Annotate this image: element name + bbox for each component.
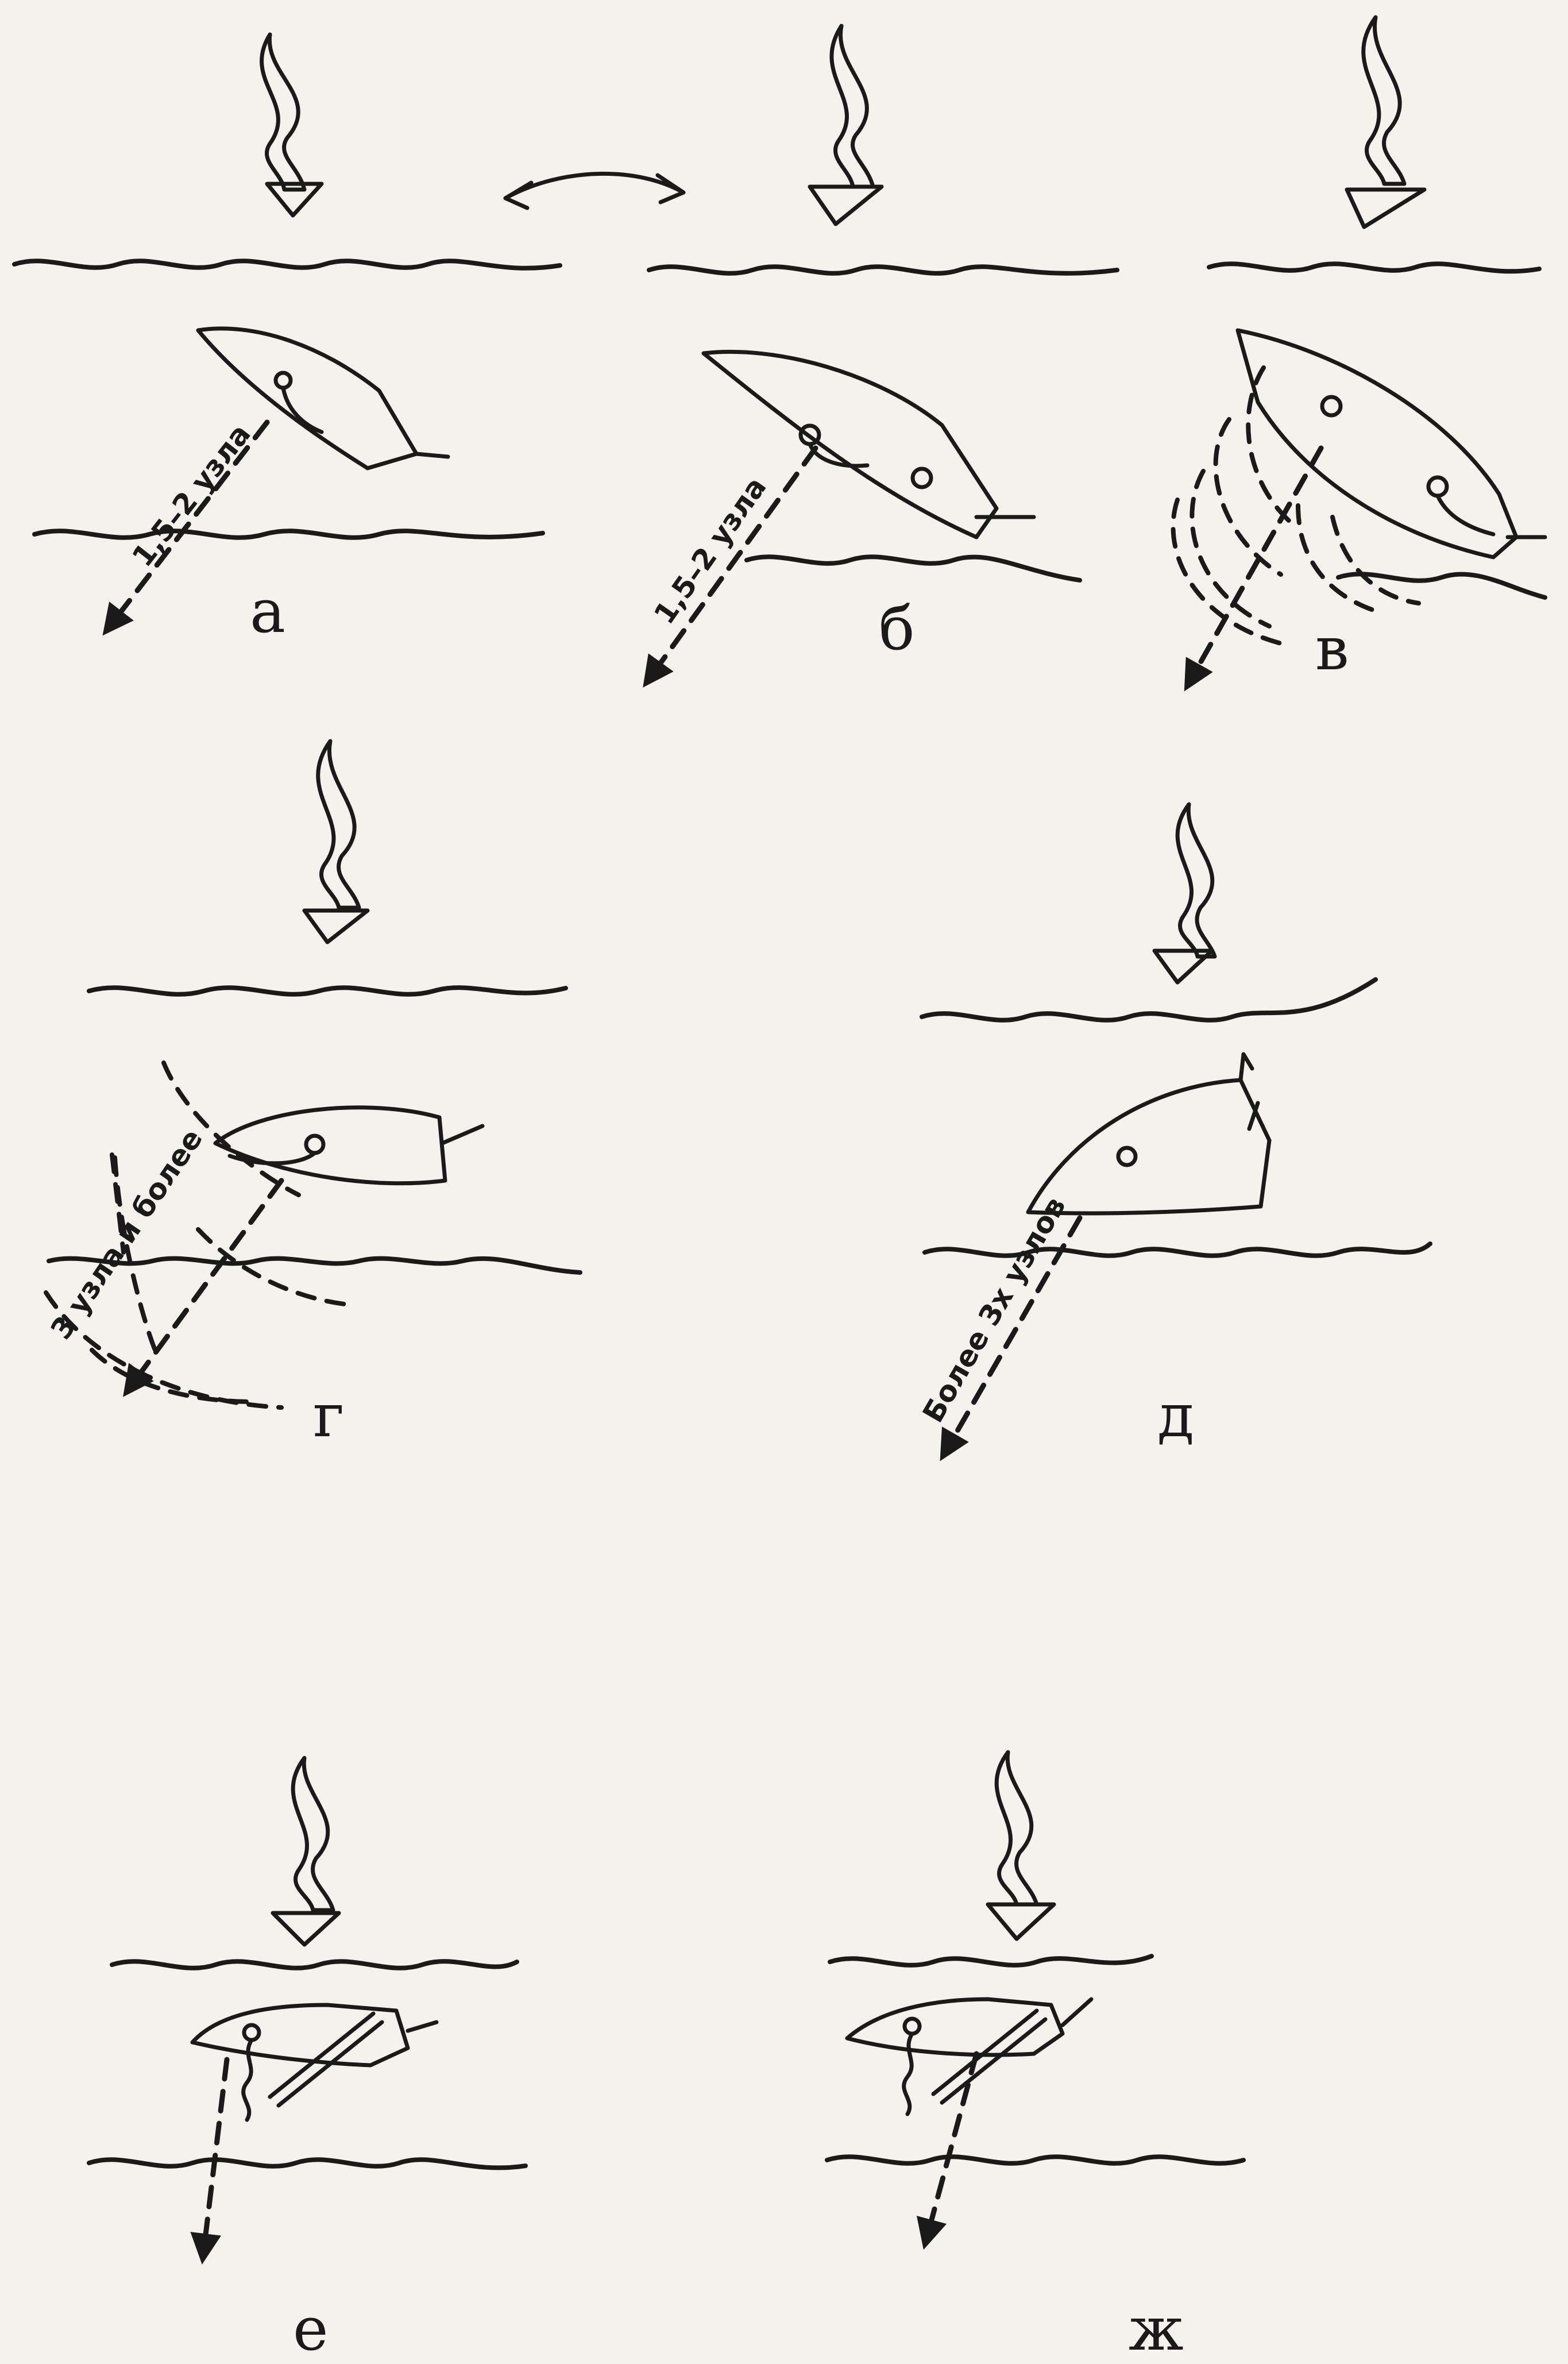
boat-hull-icon [1026,1052,1272,1216]
wind-arrow-icon [302,739,370,944]
windward-wave-line [1207,261,1542,274]
panel-letter-e: е [293,2294,329,2364]
panel-letter-g: г [313,1380,345,1451]
wind-arrow-icon [1345,15,1427,229]
panel-letter-b: б [879,593,915,664]
leeward-wave-line [922,1241,1432,1258]
leeward-wave-line [47,1256,582,1275]
leeward-wave-line [87,2157,528,2170]
drift-arrow-icon [1184,445,1324,692]
wind-arrow-icon [1152,802,1217,985]
wind-arrow-icon [986,1750,1056,1941]
panel-d: Более 3х узлов д [916,802,1432,1461]
panel-e: е [87,1756,528,2364]
panel-v: в [1171,15,1547,692]
windward-wave-line [828,1954,1154,1968]
wind-arrow-icon [808,24,884,226]
windward-wave-line [87,985,568,997]
wind-arrow-icon [260,32,324,218]
drift-arrow-icon [916,2051,979,2250]
panel-a: 1,5–2 узла а [12,32,686,646]
wind-arrow-icon [271,1756,341,1947]
drift-arrow-icon [123,1178,284,1397]
leeward-wave-line [825,2154,1246,2166]
tack-trail-icon [1171,365,1421,646]
windward-wave-line [110,1959,519,1970]
tack-trail-icon [44,1060,347,1410]
speed-label-b: 1,5–2 узла [647,471,773,630]
panel-b: 1,5–2 узла б [643,24,1119,688]
boat-hull-icon [190,2003,439,2122]
boat-hull-icon [196,326,450,471]
boat-hull-icon [213,1105,485,1186]
leeward-wave-line [1336,572,1547,600]
windward-wave-line [12,259,562,271]
drift-arrow-icon [102,419,270,636]
speed-label-a: 1,5–2 узла [126,418,257,573]
panel-letter-v: в [1315,614,1349,684]
swap-arrow-icon [503,171,686,210]
panel-letter-d: д [1157,1380,1194,1451]
windward-wave-line [647,264,1119,276]
panel-letter-zh: ж [1129,2294,1184,2364]
drift-arrow-icon [940,1215,1083,1461]
leeward-wave-line [32,529,545,540]
panel-zh: ж [825,1750,1246,2364]
panel-letter-a: а [250,576,285,646]
drift-arrow-icon [190,2057,230,2265]
leeward-wave-line [744,554,1082,583]
windward-wave-line [920,977,1378,1023]
boat-hull-icon [1235,328,1547,560]
speed-label-d: Более 3х узлов [916,1191,1072,1428]
boat-hull-icon [845,1997,1094,2116]
panel-g: 3 узла и более г [44,739,582,1451]
drift-arrow-icon [643,445,818,688]
